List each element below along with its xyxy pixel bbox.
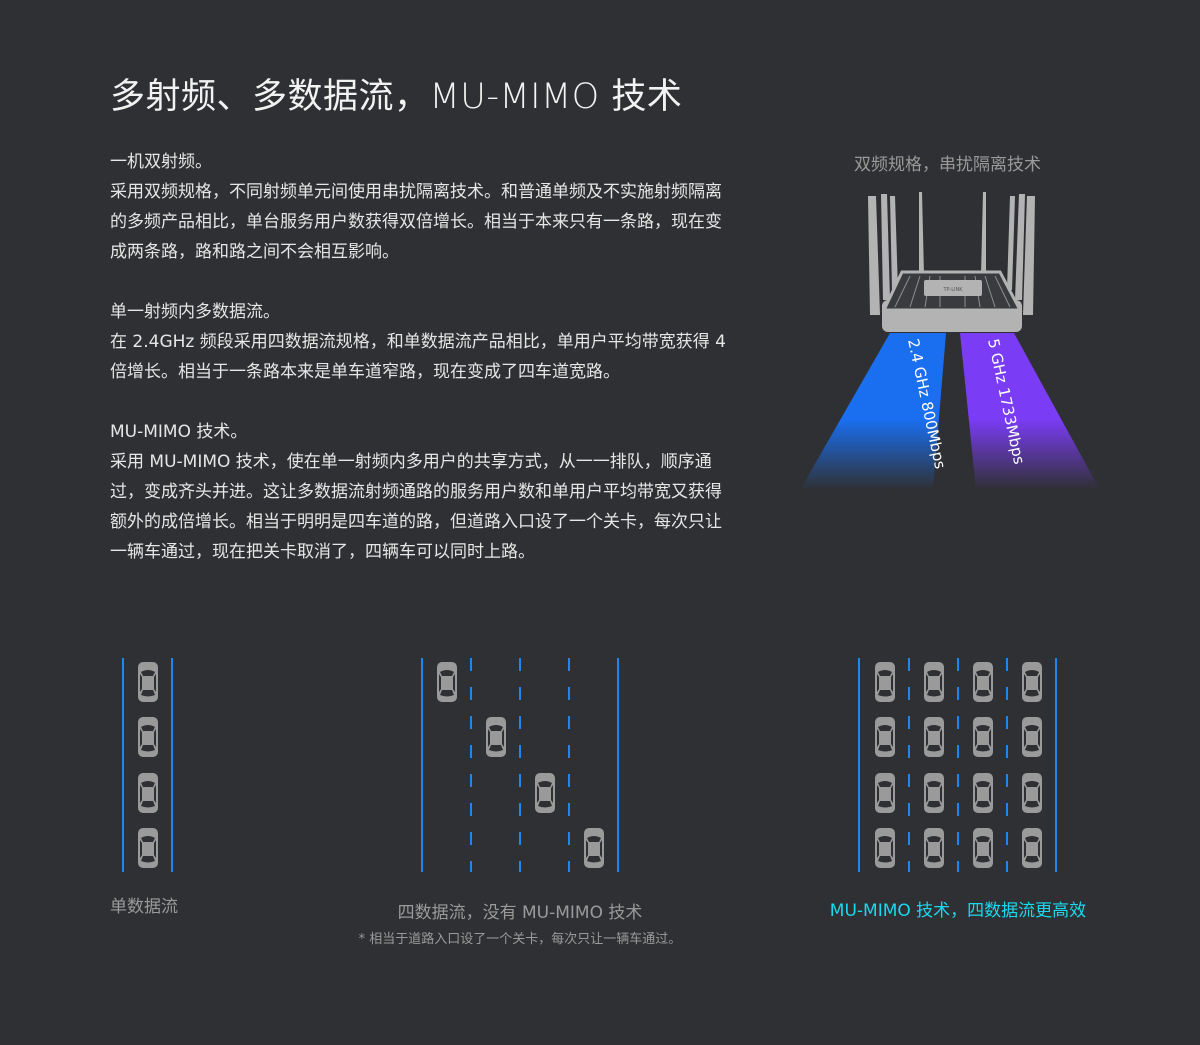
car-icon [972,716,994,758]
mu-mimo-caption: MU-MIMO 技术，四数据流更高效 [829,901,1087,921]
car-icon [436,661,458,703]
lane-divider-line [1006,658,1008,872]
section-heading: 单一射频内多数据流。 [110,302,280,322]
lane-divider-line [519,658,521,872]
road-edge-line [421,658,423,872]
four-stream-note: * 相当于道路入口设了一个关卡，每次只让一辆车通过。 [358,932,682,947]
lane-divider-line [470,658,472,872]
section-body: 在 2.4GHz 频段采用四数据流规格，和单数据流产品相比，单用户平均带宽获得 … [110,332,726,382]
car-icon [1021,661,1043,703]
section-heading: 一机双射频。 [110,152,212,172]
lane-divider-line [908,658,910,872]
car-icon [1021,716,1043,758]
car-icon [874,716,896,758]
car-icon [1021,827,1043,869]
road-edge-line [122,658,124,872]
section-multi-stream: 单一射频内多数据流。 在 2.4GHz 频段采用四数据流规格，和单数据流产品相比… [110,297,730,387]
section-mu-mimo: MU-MIMO 技术。 采用 MU-MIMO 技术，使在单一射频内多用户的共享方… [110,417,730,567]
band-5-beam [960,333,1100,490]
four-stream-caption: 四数据流，没有 MU-MIMO 技术 [397,903,643,923]
car-icon [923,661,945,703]
car-icon [923,772,945,814]
lane-divider-line [957,658,959,872]
car-icon [1021,772,1043,814]
router-illustration: TP-LINK 2.4 GHz 800Mbps 5 GHz 1733Mbps [800,192,1100,490]
road-edge-line [171,658,173,872]
road-edge-line [1055,658,1057,872]
router-logo-plate [924,280,982,296]
section-dual-band: 一机双射频。 采用双频规格，不同射频单元间使用串扰隔离技术。和普通单频及不实施射… [110,147,730,267]
car-icon [137,661,159,703]
single-stream-caption: 单数据流 [110,897,178,917]
road-edge-line [858,658,860,872]
car-icon [972,827,994,869]
car-icon [137,716,159,758]
road-edge-line [617,658,619,872]
car-icon [874,772,896,814]
car-icon [485,716,507,758]
car-icon [874,827,896,869]
car-icon [972,661,994,703]
car-icon [972,772,994,814]
lane-divider-line [568,658,570,872]
section-body: 采用 MU-MIMO 技术，使在单一射频内多用户的共享方式，从一一排队，顺序通过… [110,452,722,562]
router-brand: TP-LINK [942,287,963,293]
section-heading: MU-MIMO 技术。 [110,422,248,442]
car-icon [923,716,945,758]
car-icon [137,772,159,814]
page-title: 多射频、多数据流，MU-MIMO 技术 [110,77,683,117]
router-caption: 双频规格，串扰隔离技术 [854,155,1041,175]
band-24-beam [800,333,946,490]
car-icon [583,827,605,869]
car-icon [923,827,945,869]
car-icon [534,772,556,814]
antenna-icons [868,192,1035,315]
car-icon [137,827,159,869]
section-body: 采用双频规格，不同射频单元间使用串扰隔离技术。和普通单频及不实施射频隔离的多频产… [110,182,722,262]
car-icon [874,661,896,703]
